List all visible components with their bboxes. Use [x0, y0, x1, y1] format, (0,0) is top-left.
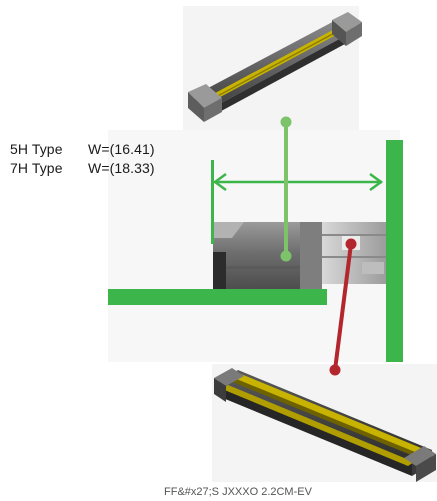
bottom-connector-image — [214, 368, 436, 482]
vertical-board — [386, 140, 403, 362]
type-5h-name: 5H Type — [10, 141, 63, 157]
bottom-caption: FF&#x27;S JXXXO 2.2CM-EV — [164, 486, 312, 498]
type-5h-label: 5H Type W=(16.41) — [10, 141, 155, 157]
red-link-line — [333, 243, 353, 371]
type-7h-width: W=(18.33) — [88, 160, 155, 176]
red-link-dot-top — [345, 238, 357, 250]
connector-receptacle-body — [322, 222, 386, 284]
green-link-dot-bottom — [280, 250, 292, 262]
type-5h-width: W=(16.41) — [88, 141, 155, 157]
type-7h-name: 7H Type — [10, 160, 63, 176]
dimension-marker-left — [211, 160, 214, 244]
dimension-arrowhead-left — [212, 172, 227, 192]
top-connector-image — [188, 12, 362, 122]
dimension-arrowhead-right — [369, 172, 384, 192]
red-link-dot-bottom — [329, 364, 341, 376]
connector-plug-body — [213, 222, 322, 290]
horizontal-board — [108, 289, 327, 305]
green-link-dot-top — [280, 116, 292, 128]
type-7h-label: 7H Type W=(18.33) — [10, 160, 155, 176]
side-view — [108, 140, 403, 362]
